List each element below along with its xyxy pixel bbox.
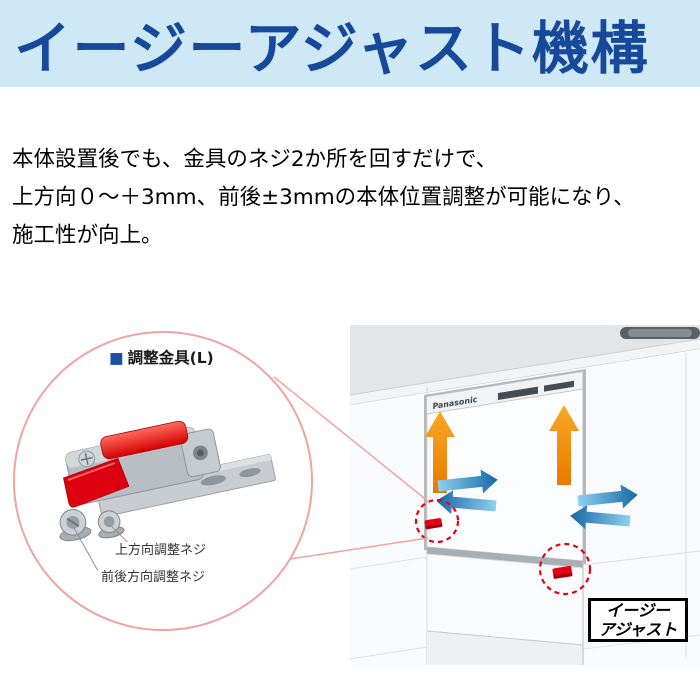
up-adjust-arrows: [425, 405, 579, 493]
description-line-1: 本体設置後でも、金具のネジ2か所を回すだけで、: [12, 147, 498, 172]
adjuster-clip-right: [552, 565, 573, 579]
description-text: 本体設置後でも、金具のネジ2か所を回すだけで、 上方向０～＋3mm、前後±3mm…: [12, 141, 692, 255]
leader-line-1: [109, 524, 130, 545]
plate-slot-2: [239, 468, 261, 478]
up-arrow-left: [425, 411, 455, 493]
description-line-3: 施工性が向上。: [12, 223, 163, 248]
adjuster-highlights: [414, 498, 592, 596]
bracket-illustration: [59, 420, 276, 572]
title-banner: イージーアジャスト機構: [0, 0, 700, 87]
vent-slot-1: [498, 386, 538, 400]
blue-square-bullet: ■: [109, 349, 124, 367]
screw-label-up: 上方向調整ネジ: [113, 542, 209, 559]
up-arrow-right: [549, 405, 579, 485]
red-slider: [100, 420, 189, 460]
bracket-callout: ■調整金具(L) 上方向調整ネジ 前後方向調整ネジ: [13, 331, 313, 631]
description-line-2: 上方向０～＋3mm、前後±3mmの本体位置調整が可能になり、: [12, 185, 635, 210]
figure-area: Panasonic: [0, 325, 700, 685]
adjuster-clip-left: [424, 518, 443, 530]
plate-slot-1: [200, 475, 226, 486]
screw-label-frontback: 前後方向調整ネジ: [99, 569, 208, 586]
countertop: [350, 325, 700, 406]
adjust-bracket: [59, 420, 276, 542]
dashed-circle-right: [538, 542, 592, 596]
leader-line-2: [73, 528, 99, 572]
bracket-label: ■調整金具(L): [109, 346, 214, 368]
sink-bowl: [628, 329, 692, 337]
badge-line-1: イージー: [606, 601, 670, 620]
easy-adjust-badge: イージー アジャスト: [588, 598, 688, 642]
page-title: イージーアジャスト機構: [14, 15, 649, 82]
red-lever: [63, 457, 130, 508]
door-gap: [427, 547, 583, 568]
kick-panel: [427, 631, 583, 665]
dashed-circle-left: [414, 498, 460, 544]
badge-line-2: アジャスト: [598, 620, 678, 639]
vent-slot-2: [544, 380, 574, 392]
dishwasher: Panasonic: [424, 369, 586, 665]
kitchen-illustration: Panasonic: [350, 325, 700, 665]
bracket-label-text: 調整金具(L): [127, 349, 214, 367]
